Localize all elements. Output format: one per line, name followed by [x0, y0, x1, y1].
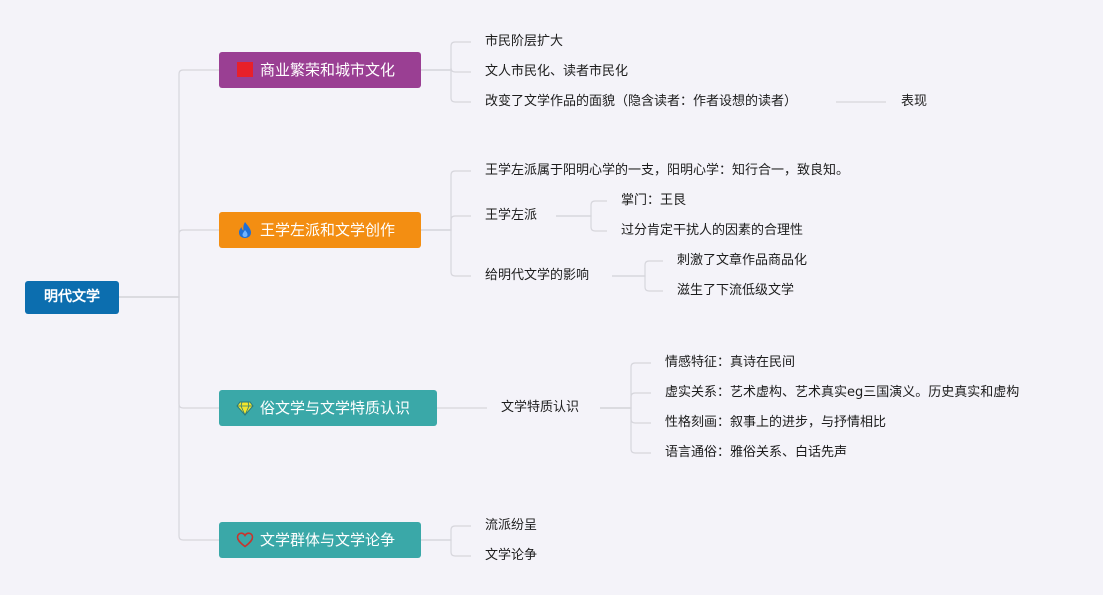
branch-label: 文学群体与文学论争 [260, 531, 396, 549]
b3-nature-connector-0 [600, 362, 651, 409]
b3-nature-connector-1 [600, 392, 651, 409]
b2-connector-0 [421, 170, 471, 231]
b2-wang-connector-0 [556, 200, 607, 217]
b2-influence-connector-1 [612, 275, 663, 292]
branch-commerce-city-culture[interactable]: 商业繁荣和城市文化 [219, 52, 421, 88]
red-flag-icon [236, 61, 254, 79]
topic-literati-readers[interactable]: 文人市民化、读者市民化 [485, 64, 629, 79]
heart-icon [236, 531, 254, 549]
b1-connector-0 [421, 41, 471, 71]
fire-icon [236, 221, 254, 239]
branch-label: 商业繁荣和城市文化 [260, 61, 396, 79]
topic-fiction-reality[interactable]: 虚实关系：艺术虚构、艺术真实eg三国演义。历史真实和虚构 [665, 385, 1020, 400]
root-topic[interactable]: 明代文学 [25, 281, 119, 314]
topic-influence[interactable]: 给明代文学的影响 [485, 268, 590, 283]
topic-vernacular[interactable]: 语言通俗：雅俗关系、白话先声 [665, 445, 848, 460]
topic-debates[interactable]: 文学论争 [485, 548, 538, 563]
b2-connector-2 [421, 229, 471, 277]
root-connector-0 [119, 69, 219, 298]
branch-literary-groups[interactable]: 文学群体与文学论争 [219, 522, 421, 558]
topic-schools[interactable]: 流派纷呈 [485, 518, 538, 533]
b1-connector-2 [421, 69, 471, 103]
topic-literary-nature[interactable]: 文学特质认识 [501, 400, 580, 415]
b2-influence-connector-0 [612, 260, 663, 277]
b4-connector-1 [421, 539, 471, 557]
branch-label: 俗文学与文学特质认识 [260, 399, 411, 417]
b1-connector-1 [421, 67, 471, 73]
root-connector-2 [119, 296, 219, 409]
topic-changed-works[interactable]: 改变了文学作品的面貌（隐含读者：作者设想的读者） [485, 94, 798, 109]
b3-nature-connector-2 [600, 407, 651, 424]
root-connector-3 [119, 296, 219, 541]
branch-folk-literature[interactable]: 俗文学与文学特质认识 [219, 390, 437, 426]
topic-wang-left[interactable]: 王学左派 [485, 208, 538, 223]
b4-connector-0 [421, 525, 471, 541]
topic-expression[interactable]: 表现 [901, 94, 928, 109]
topic-characterization[interactable]: 性格刻画：叙事上的进步，与抒情相比 [665, 415, 887, 430]
topic-yangming[interactable]: 王学左派属于阳明心学的一支，阳明心学：知行合一，致良知。 [485, 163, 850, 178]
b3-nature-connector-3 [600, 407, 651, 454]
topic-citizen-class[interactable]: 市民阶层扩大 [485, 34, 564, 49]
topic-leader[interactable]: 掌门：王艮 [621, 193, 687, 208]
topic-overaffirm[interactable]: 过分肯定干扰人的因素的合理性 [621, 223, 804, 238]
branch-label: 王学左派和文学创作 [260, 221, 396, 239]
root-connector-1 [119, 229, 219, 298]
b2-connector-1 [421, 215, 471, 231]
b2-wang-connector-1 [556, 215, 607, 232]
branch-wang-school[interactable]: 王学左派和文学创作 [219, 212, 421, 248]
diamond-icon [236, 399, 254, 417]
topic-emotion[interactable]: 情感特征：真诗在民间 [665, 355, 796, 370]
topic-commercialize[interactable]: 刺激了文章作品商品化 [677, 253, 808, 268]
topic-vulgar-literature[interactable]: 滋生了下流低级文学 [677, 283, 795, 298]
